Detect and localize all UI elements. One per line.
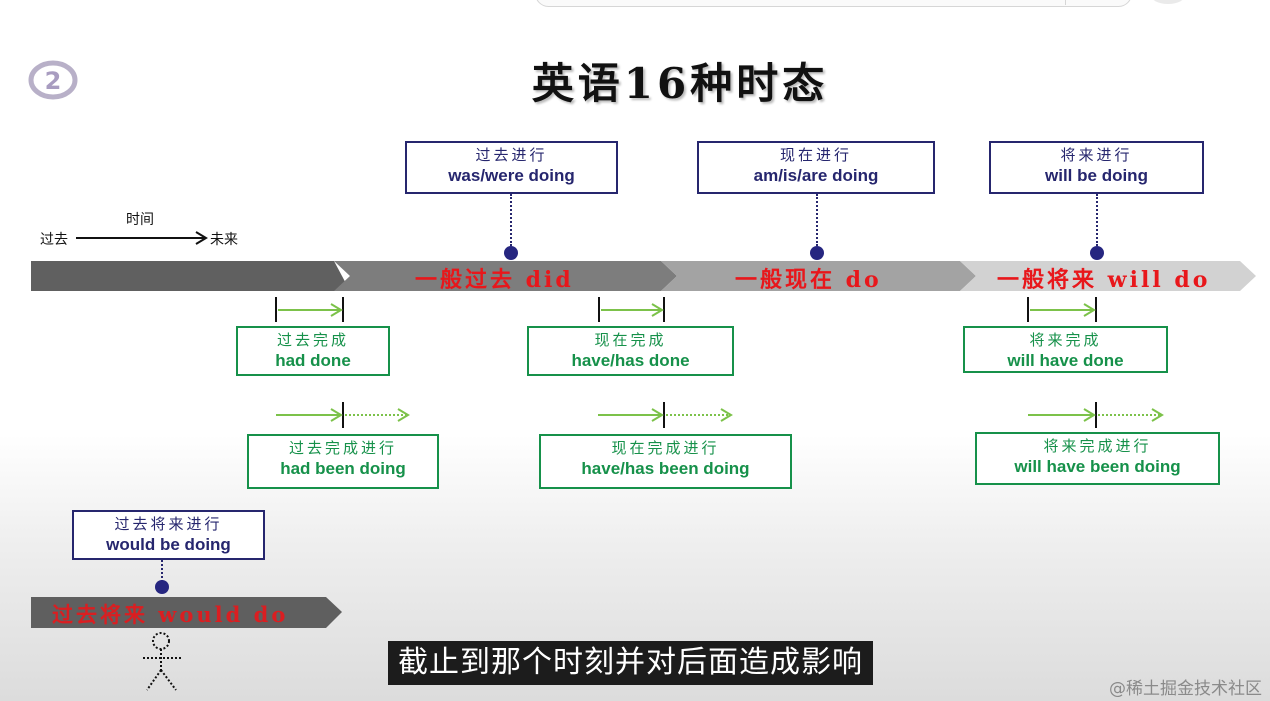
future-progressive-box: 将来进行 will be doing bbox=[989, 141, 1204, 194]
present-perfect-progressive-box: 现在完成进行 have/has been doing bbox=[539, 434, 792, 489]
present-perfect-progressive-en: have/has been doing bbox=[581, 459, 750, 478]
stick-figure-icon bbox=[143, 632, 181, 691]
past-progressive-en: was/were doing bbox=[448, 166, 575, 185]
future-perfect-progressive-en: will have been doing bbox=[1014, 457, 1181, 476]
future-progressive-connector bbox=[1096, 194, 1098, 246]
past-progressive-box: 过去进行 was/were doing bbox=[405, 141, 618, 194]
future-in-past-progressive-box: 过去将来进行 would be doing bbox=[72, 510, 265, 560]
past-progressive-cn: 过去进行 bbox=[475, 146, 548, 164]
timeline-future-chevron bbox=[960, 261, 1256, 291]
present-progressive-box: 现在进行 am/is/are doing bbox=[697, 141, 935, 194]
present-perfect-progressive-cn: 现在完成进行 bbox=[611, 439, 720, 457]
present-progressive-en: am/is/are doing bbox=[753, 166, 879, 185]
time-label: 时间 bbox=[126, 212, 154, 228]
past-perfect-progressive-box: 过去完成进行 had been doing bbox=[247, 434, 439, 489]
future-in-past-bar bbox=[31, 597, 342, 628]
watermark: @稀土掘金技术社区 bbox=[1109, 679, 1262, 699]
past-perfect-progressive-cn: 过去完成进行 bbox=[288, 439, 397, 457]
future-perfect-box: 将来完成 will have done bbox=[963, 326, 1168, 373]
present-perfect-cn: 现在完成 bbox=[594, 331, 667, 349]
present-progressive-dot bbox=[810, 246, 824, 260]
past-perfect-box: 过去完成 had done bbox=[236, 326, 390, 376]
past-progressive-dot bbox=[504, 246, 518, 260]
present-progressive-connector bbox=[816, 194, 818, 246]
timeline-past-simple-chevron bbox=[334, 261, 677, 291]
present-perfect-box: 现在完成 have/has done bbox=[527, 326, 734, 376]
future-in-past-label: 过去将来 would do bbox=[52, 602, 289, 627]
future-in-past-dot bbox=[155, 580, 169, 594]
future-perfect-progressive-box: 将来完成进行 will have been doing bbox=[975, 432, 1220, 485]
time-future-label: 未来 bbox=[210, 232, 238, 248]
present-simple-label: 一般现在 do bbox=[735, 267, 882, 293]
future-progressive-cn: 将来进行 bbox=[1060, 146, 1133, 164]
timeline-past-chevron bbox=[31, 261, 350, 291]
present-perfect-en: have/has done bbox=[571, 351, 690, 370]
svg-text:2: 2 bbox=[45, 67, 62, 95]
present-progressive-cn: 现在进行 bbox=[779, 146, 852, 164]
past-simple-label: 一般过去 did bbox=[415, 267, 574, 293]
toolbar-button[interactable] bbox=[1150, 0, 1186, 4]
future-in-past-connector bbox=[161, 560, 163, 582]
past-progressive-connector bbox=[510, 194, 512, 246]
future-perfect-en: will have done bbox=[1007, 351, 1124, 370]
future-progressive-en: will be doing bbox=[1045, 166, 1148, 185]
future-simple-label: 一般将来 will do bbox=[997, 267, 1211, 293]
logo-icon: 2 bbox=[28, 60, 78, 100]
page-title: 英语16种时态 bbox=[531, 59, 829, 108]
timeline-present-chevron bbox=[661, 261, 976, 291]
past-perfect-en: had done bbox=[275, 351, 351, 370]
future-in-past-progressive-en: would be doing bbox=[106, 535, 231, 554]
search-divider bbox=[1065, 0, 1066, 5]
future-perfect-progressive-cn: 将来完成进行 bbox=[1043, 437, 1152, 455]
future-in-past-progressive-cn: 过去将来进行 bbox=[114, 515, 223, 533]
future-progressive-dot bbox=[1090, 246, 1104, 260]
past-perfect-cn: 过去完成 bbox=[276, 331, 349, 349]
time-past-label: 过去 bbox=[40, 232, 68, 248]
video-subtitle: 截止到那个时刻并对后面造成影响 bbox=[388, 641, 873, 685]
future-perfect-cn: 将来完成 bbox=[1029, 331, 1102, 349]
time-arrow-icon bbox=[76, 231, 208, 245]
past-perfect-progressive-en: had been doing bbox=[280, 459, 406, 478]
